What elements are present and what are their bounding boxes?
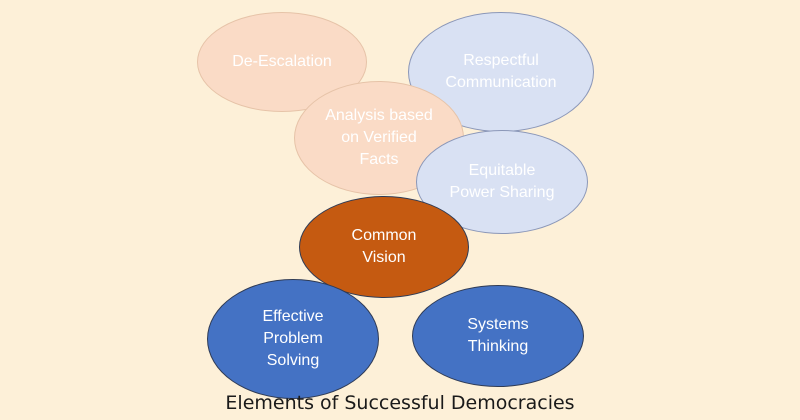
systems-thinking-bubble: Systems Thinking xyxy=(412,285,584,387)
respectful-communication-bubble: Respectful Communication xyxy=(408,12,594,132)
common-vision-bubble: Common Vision xyxy=(299,196,469,298)
de-escalation-bubble: De-Escalation xyxy=(197,12,367,112)
systems-thinking-label: Systems Thinking xyxy=(467,316,529,355)
de-escalation-label: De-Escalation xyxy=(232,53,332,70)
effective-problem-solving-label: Effective Problem Solving xyxy=(262,308,324,369)
common-vision-label: Common Vision xyxy=(351,227,417,266)
respectful-communication-label: Respectful Communication xyxy=(445,52,557,91)
effective-problem-solving-bubble: Effective Problem Solving xyxy=(207,279,379,399)
equitable-power-sharing-label: Equitable Power Sharing xyxy=(449,162,555,201)
diagram-caption: Elements of Successful Democracies xyxy=(225,392,575,414)
analysis-verified-facts-label: Analysis based on Verified Facts xyxy=(325,107,433,168)
